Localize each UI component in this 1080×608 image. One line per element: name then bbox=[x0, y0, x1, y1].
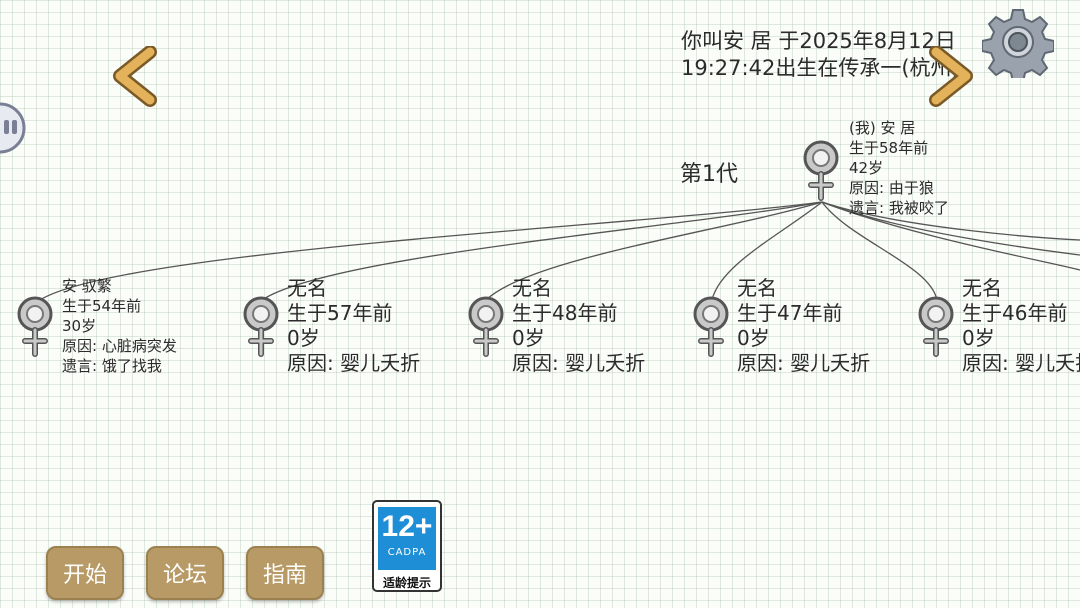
node-born: 生于46年前 bbox=[962, 301, 1068, 325]
tree-node-child-5[interactable]: 无名 生于46年前 0岁 原因: 婴儿夭折 bbox=[915, 276, 1080, 386]
chevron-right-icon bbox=[929, 45, 973, 107]
node-age: 30岁 bbox=[62, 317, 97, 335]
birth-info-line1: 你叫安 居 于2025年8月12日 bbox=[681, 29, 956, 53]
chevron-left-icon bbox=[113, 45, 157, 107]
female-symbol-icon bbox=[918, 296, 954, 357]
node-born: 生于57年前 bbox=[287, 301, 393, 325]
node-born: 生于47年前 bbox=[737, 301, 843, 325]
female-symbol-icon bbox=[693, 296, 729, 357]
node-cause: 原因: 婴儿夭折 bbox=[512, 351, 646, 375]
birth-info-line2: 19:27:42出生在传承一(杭州) bbox=[681, 56, 960, 80]
generation-label: 第1代 bbox=[680, 162, 738, 187]
node-cause: 原因: 婴儿夭折 bbox=[287, 351, 421, 375]
node-cause: 原因: 婴儿夭折 bbox=[962, 351, 1080, 375]
guide-button[interactable]: 指南 bbox=[246, 546, 324, 600]
gear-icon bbox=[981, 9, 1055, 83]
node-cause: 原因: 由于狼 bbox=[849, 179, 934, 197]
start-button[interactable]: 开始 bbox=[46, 546, 124, 600]
node-name: 无名 bbox=[287, 276, 327, 300]
node-name: 无名 bbox=[737, 276, 777, 300]
node-age: 0岁 bbox=[962, 326, 995, 350]
circle-toggle-icon bbox=[0, 102, 26, 154]
node-cause: 原因: 婴儿夭折 bbox=[737, 351, 871, 375]
node-age: 0岁 bbox=[512, 326, 545, 350]
side-toggle-button[interactable] bbox=[0, 102, 28, 154]
next-page-button[interactable] bbox=[920, 45, 976, 108]
age-rating-badge: 12+ CADPA 适龄提示 bbox=[372, 500, 442, 592]
node-name: 安 驭繁 bbox=[62, 277, 112, 295]
child-5-details: 无名 生于46年前 0岁 原因: 婴儿夭折 bbox=[962, 276, 1080, 376]
age-rating-tip: 适龄提示 bbox=[382, 576, 431, 590]
node-born: 生于58年前 bbox=[849, 139, 929, 157]
child-3-details: 无名 生于48年前 0岁 原因: 婴儿夭折 bbox=[512, 276, 645, 376]
age-rating-number: 12+ bbox=[381, 510, 433, 543]
node-age: 0岁 bbox=[287, 326, 320, 350]
node-name: (我) 安 居 bbox=[849, 119, 916, 137]
forum-button[interactable]: 论坛 bbox=[146, 546, 224, 600]
node-name: 无名 bbox=[962, 276, 1002, 300]
node-cause: 原因: 心脏病突发 bbox=[62, 337, 177, 355]
node-born: 生于54年前 bbox=[62, 297, 142, 315]
prev-page-button[interactable] bbox=[110, 45, 166, 108]
age-rating-org: CADPA bbox=[387, 547, 427, 558]
node-last-words: 遗言: 饿了找我 bbox=[62, 357, 162, 375]
female-symbol-icon bbox=[803, 140, 839, 201]
child-2-details: 无名 生于57年前 0岁 原因: 婴儿夭折 bbox=[287, 276, 420, 376]
child-4-details: 无名 生于47年前 0岁 原因: 婴儿夭折 bbox=[737, 276, 870, 376]
node-last-words: 遗言: 我被咬了 bbox=[849, 199, 949, 217]
node-age: 42岁 bbox=[849, 159, 884, 177]
root-node-details: (我) 安 居 生于58年前 42岁 原因: 由于狼 遗言: 我被咬了 bbox=[849, 118, 949, 218]
female-symbol-icon bbox=[468, 296, 504, 357]
birth-info: 你叫安 居 于2025年8月12日 19:27:42出生在传承一(杭州) bbox=[681, 28, 960, 82]
female-symbol-icon bbox=[243, 296, 279, 357]
node-born: 生于48年前 bbox=[512, 301, 618, 325]
node-name: 无名 bbox=[512, 276, 552, 300]
age-rating-panel: 12+ CADPA bbox=[378, 507, 436, 570]
node-age: 0岁 bbox=[737, 326, 770, 350]
settings-button[interactable] bbox=[981, 6, 1055, 83]
female-symbol-icon bbox=[17, 296, 53, 357]
child-1-details: 安 驭繁 生于54年前 30岁 原因: 心脏病突发 遗言: 饿了找我 bbox=[62, 276, 177, 376]
